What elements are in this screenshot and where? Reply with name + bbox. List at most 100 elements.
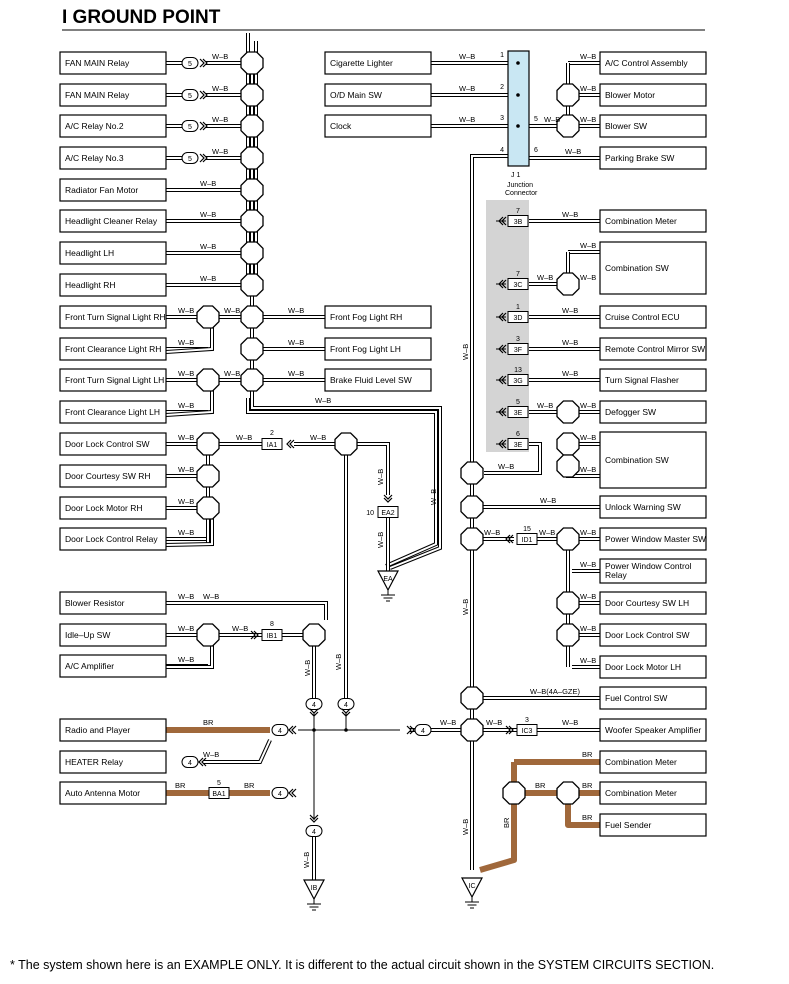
component-box <box>59 305 167 329</box>
chevron-left-icon <box>498 216 507 226</box>
chevron-left-icon <box>498 344 507 354</box>
wire-label: W–B <box>212 115 228 124</box>
component-label: Front Fog Light RH <box>330 312 402 322</box>
wire-label: W–B <box>200 210 216 219</box>
wire-label: W–B <box>334 654 343 670</box>
chevron-down-icon <box>383 494 393 503</box>
component-3: A/C Relay No.3 <box>59 146 167 170</box>
connector-3e <box>507 406 529 418</box>
wire-label: W–B <box>580 433 596 442</box>
component-label: HEATER Relay <box>65 757 124 767</box>
chevron-right-icon <box>199 153 208 163</box>
wire-label: W–B <box>178 655 194 664</box>
wire-label: W–B <box>562 369 578 378</box>
component-box <box>59 527 167 551</box>
component-box <box>59 591 167 615</box>
splice-point <box>196 305 220 329</box>
component-9: Front Clearance Light RH <box>59 337 167 361</box>
chevron-down-icon <box>309 708 319 717</box>
wire <box>166 601 328 620</box>
component-box <box>599 431 707 489</box>
wire-label: BR <box>582 750 593 759</box>
connector-ba1 <box>208 787 230 799</box>
chevron-right-icon <box>199 58 208 68</box>
wire-core <box>166 602 327 620</box>
splice-point <box>240 114 264 138</box>
plug-4 <box>305 698 323 710</box>
component-box <box>59 241 167 265</box>
wire-label: W–B <box>200 242 216 251</box>
right-component-15: Door Lock Control SW <box>599 623 707 647</box>
splice-point <box>556 454 580 478</box>
ground-label: EA <box>383 576 393 583</box>
component-label: Relay <box>605 570 627 580</box>
component-box <box>599 558 707 584</box>
chevron-right-icon <box>505 725 514 735</box>
component-box <box>599 305 707 329</box>
chevron-left-icon <box>288 725 297 735</box>
component-label: Idle–Up SW <box>65 630 110 640</box>
plug-5 <box>181 120 199 132</box>
connector-code: 3E <box>514 410 523 417</box>
wire-label: W–B <box>580 52 596 61</box>
splice-point <box>240 209 264 233</box>
splice-point <box>460 718 484 742</box>
component-label: Brake Fluid Level SW <box>330 375 412 385</box>
splice-point <box>196 368 220 392</box>
wire-label: W–B <box>310 433 326 442</box>
pill-number: 4 <box>344 702 348 709</box>
splice-point <box>556 432 580 456</box>
component-0: FAN MAIN Relay <box>59 51 167 75</box>
splice-point <box>240 146 264 170</box>
connector-code: 3C <box>514 282 523 289</box>
pin-number: 13 <box>514 367 522 374</box>
component-label: Auto Antenna Motor <box>65 788 140 798</box>
component-box <box>599 495 707 519</box>
plug-4 <box>181 756 199 768</box>
component-box <box>324 305 432 329</box>
component-label: Front Fog Light LH <box>330 344 401 354</box>
wire-label: W–B <box>178 528 194 537</box>
component-label: Combination Meter <box>605 216 677 226</box>
pin-number: 4 <box>500 147 504 154</box>
wire-label: W–B <box>440 718 456 727</box>
wire-label: W–B <box>565 147 581 156</box>
pin-number: 7 <box>516 271 520 278</box>
wire-label: W–B <box>580 84 596 93</box>
component-box <box>599 655 707 679</box>
component-label: Door Courtesy SW RH <box>65 471 151 481</box>
splice-point <box>460 495 484 519</box>
right-component-19: Combination Meter <box>599 750 707 774</box>
pill-number: 5 <box>188 61 192 68</box>
splice-point <box>502 781 526 805</box>
component-16: Blower Resistor <box>59 591 167 615</box>
wire-label: W–B <box>429 489 438 505</box>
connector-code: 3D <box>514 315 523 322</box>
wire-label: W–B <box>303 660 312 676</box>
component-label: Combination Meter <box>605 788 677 798</box>
component-label: Unlock Warning SW <box>605 502 681 512</box>
component-box <box>59 209 167 233</box>
pill-number: 4 <box>421 728 425 735</box>
right-component-1: Blower Motor <box>599 83 707 107</box>
connector-3e <box>507 438 529 450</box>
plug-4 <box>414 724 432 736</box>
connector-code: IC3 <box>522 728 533 735</box>
component-5: Headlight Cleaner Relay <box>59 209 167 233</box>
component-box <box>59 273 167 297</box>
component-label: Door Lock Motor LH <box>605 662 681 672</box>
right-component-8: Turn Signal Flasher <box>599 368 707 392</box>
splice-point <box>556 591 580 615</box>
pin-number: 6 <box>534 147 538 154</box>
component-box <box>599 813 707 837</box>
splice-point <box>196 623 220 647</box>
component-box <box>59 781 167 805</box>
right-component-16: Door Lock Motor LH <box>599 655 707 679</box>
wire-label: W–B <box>580 624 596 633</box>
component-label: O/D Main SW <box>330 90 382 100</box>
connector-code: IA1 <box>267 442 278 449</box>
wire-label: W–B <box>203 750 219 759</box>
right-component-2: Blower SW <box>599 114 707 138</box>
chevron-right-icon <box>199 90 208 100</box>
